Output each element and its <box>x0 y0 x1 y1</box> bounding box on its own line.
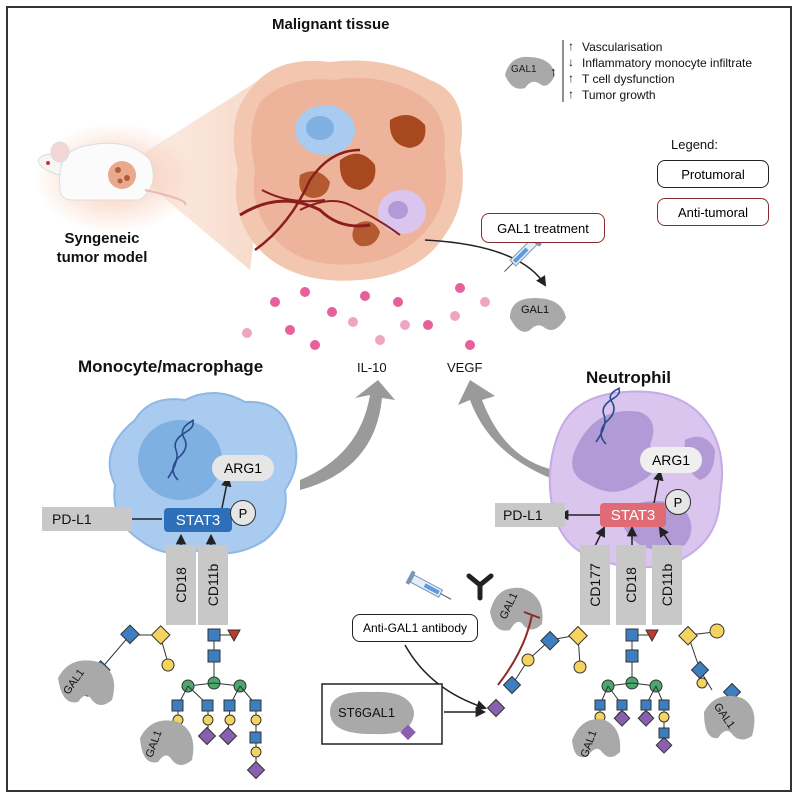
dna-icon <box>167 419 195 481</box>
effect-2-arrow: ↓ <box>568 55 574 69</box>
treatment-arrow <box>424 239 547 287</box>
monocyte-cd11b: CD11b <box>205 563 221 607</box>
neutrophil-arg1: ARG1 <box>640 447 702 473</box>
gal1-icon <box>140 720 194 765</box>
syngeneic-title-line2: tumor model <box>56 249 148 266</box>
monocyte-cd18: CD18 <box>173 567 189 603</box>
inhibition-line <box>497 614 533 686</box>
glycan-icon <box>486 623 742 754</box>
monocyte-title: Monocyte/macrophage <box>78 357 264 376</box>
effect-4-text: Tumor growth <box>582 88 656 102</box>
gal1-icon <box>704 695 755 740</box>
legend-protumoral: Protumoral <box>657 160 769 188</box>
gal1-treatment-box: GAL1 treatment <box>481 213 605 243</box>
gal1-icon <box>58 660 115 705</box>
monocyte-stat3: STAT3 <box>164 508 232 532</box>
monocyte-pdl1: PD-L1 <box>52 511 92 527</box>
effects-gal1-label: GAL1 <box>511 64 537 75</box>
legend-antitumoral: Anti-tumoral <box>657 198 769 226</box>
anti-gal1-antibody-box: Anti-GAL1 antibody <box>352 614 478 642</box>
effects-side-arrow: ↑ <box>550 64 557 79</box>
gal1-icon <box>510 298 566 332</box>
legend-title: Legend: <box>671 137 718 152</box>
effect-4-arrow: ↑ <box>568 87 574 101</box>
gal1-icon <box>490 587 543 631</box>
neutrophil-title: Neutrophil <box>586 368 671 387</box>
syngeneic-title-line1: Syngeneic <box>64 230 140 247</box>
malignant-tissue-title: Malignant tissue <box>272 16 390 33</box>
effect-3-arrow: ↑ <box>568 71 574 85</box>
antibody-icon <box>466 573 494 601</box>
gal1-icon <box>572 719 621 758</box>
antibody-arrow <box>404 644 487 711</box>
neutrophil-secretion-arrow <box>458 380 555 480</box>
effect-1-text: Vascularisation <box>582 40 663 54</box>
monocyte-phospho: P <box>230 500 256 526</box>
vegf-label: VEGF <box>447 360 483 375</box>
gal1-icon <box>505 56 555 89</box>
neutrophil-pdl1: PD-L1 <box>503 507 543 523</box>
neutrophil-cd11b: CD11b <box>659 563 675 607</box>
tumor-tissue <box>233 60 463 281</box>
il10-label: IL-10 <box>357 360 387 375</box>
effect-3-text: T cell dysfunction <box>582 72 675 86</box>
effect-1-arrow: ↑ <box>568 39 574 53</box>
monocyte-secretion-arrow <box>300 380 395 490</box>
neutrophil-cell <box>548 390 724 569</box>
monocyte-arg1: ARG1 <box>212 455 274 481</box>
neutrophil-phospho: P <box>665 489 691 515</box>
neutrophil-stat3: STAT3 <box>600 503 666 527</box>
neutrophil-cd177: CD177 <box>587 563 603 607</box>
effect-2-text: Inflammatory monocyte infiltrate <box>582 56 753 70</box>
pdl1-bar <box>42 507 132 531</box>
dna-icon <box>595 387 621 445</box>
neutrophil-cd18: CD18 <box>623 567 639 603</box>
tumor-icon <box>108 161 136 189</box>
figure-border <box>6 6 792 792</box>
treatment-gal1-label: GAL1 <box>521 304 550 316</box>
mouse-icon <box>35 123 195 233</box>
cytokine-dots <box>242 283 490 350</box>
st6gal1-label: ST6GAL1 <box>338 705 396 720</box>
syringe-icon <box>405 570 452 600</box>
